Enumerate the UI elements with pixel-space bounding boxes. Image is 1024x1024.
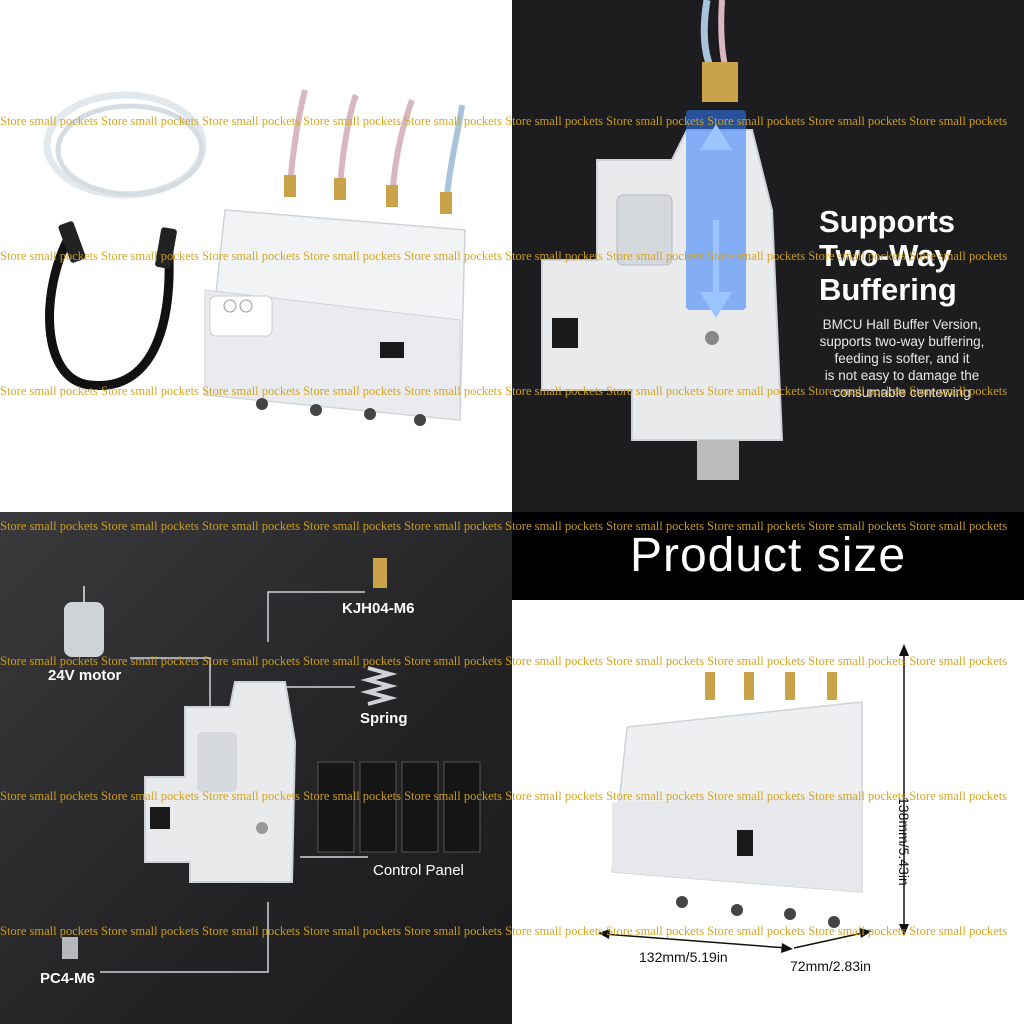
size-illustration (598, 644, 909, 953)
control-board (443, 761, 481, 853)
size-banner-title: Product size (629, 529, 907, 582)
label-motor: 24V motor (48, 667, 122, 684)
height-label: 138mm/5.43in (896, 797, 912, 886)
feature-title-line: Buffering (819, 272, 957, 307)
bottom-fitting-icon (62, 937, 78, 959)
feature-description-line: consumable centewing (833, 385, 971, 400)
width-dimension-line (603, 933, 788, 949)
up-arrow-icon (700, 124, 732, 150)
feature-description-line: is not easy to damage the (824, 368, 980, 383)
spring-icon (360, 666, 398, 706)
feature-description-line: feeding is softer, and it (834, 351, 970, 366)
label-control-panel: Control Panel (373, 862, 464, 879)
size-panel: Product size 138mm/5.43in 132mm/5.19in 7… (512, 512, 1024, 1024)
buffer-highlight (686, 110, 746, 310)
control-board (317, 761, 355, 853)
feature-description-line: supports two-way buffering, (819, 334, 985, 349)
feature-panel: Supports Two-Way Buffering BMCU Hall Buf… (512, 0, 1024, 512)
buffer-illustration (541, 0, 784, 480)
overview-illustration (43, 89, 466, 426)
depth-label: 72mm/2.83in (790, 958, 871, 974)
control-board (359, 761, 397, 853)
feature-title: Supports Two-Way Buffering (819, 205, 957, 307)
label-spring: Spring (360, 710, 408, 727)
components-illustration (62, 558, 481, 973)
fitting-icon (373, 558, 387, 588)
label-connector-bottom: PC4-M6 (40, 970, 96, 987)
feature-title-line: Supports (819, 204, 956, 239)
down-arrow-icon (700, 292, 732, 318)
width-label: 132mm/5.19in (639, 949, 728, 965)
control-board (401, 761, 439, 853)
size-banner: Product size (512, 512, 1024, 600)
label-connector-top: KJH04-M6 (342, 600, 415, 617)
feature-title-line: Two-Way (819, 238, 952, 273)
product-photo-overview (0, 0, 512, 512)
usb-cable (45, 232, 174, 390)
motor-icon (64, 602, 104, 657)
feature-description: BMCU Hall Buffer Version, supports two-w… (802, 316, 1002, 401)
feature-description-line: BMCU Hall Buffer Version, (822, 317, 982, 332)
depth-dimension-line (793, 931, 868, 949)
components-panel: KJH04-M6 24V motor Spring Control Panel … (0, 512, 512, 1024)
